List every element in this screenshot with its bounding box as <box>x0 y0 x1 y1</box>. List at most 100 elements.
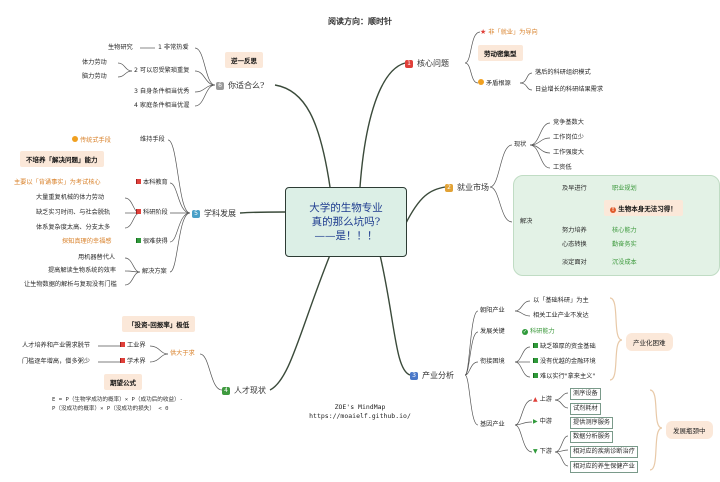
discipline-c-item-0[interactable]: 大量重复机械的体力劳动 <box>36 194 105 201</box>
discipline-d-value[interactable]: 很难获得 <box>136 238 168 246</box>
branch-industry-label: 产业分析 <box>422 371 454 380</box>
discipline-e-item-2[interactable]: 让生物数据的解析与复现没有门槛 <box>24 281 117 288</box>
central-topic-line2: 真的那么坑吗? <box>311 216 381 228</box>
star-icon: ★ <box>480 28 487 36</box>
fit-callout: 逆一反思 <box>225 52 263 68</box>
industry-p1-label[interactable]: 朝阳产业 <box>480 307 505 314</box>
discipline-e-value[interactable]: 解决方案 <box>142 268 167 275</box>
industry-p1-item-1[interactable]: 相关工业产业不发达 <box>533 312 589 319</box>
number-badge-1: 1 <box>405 59 413 68</box>
credit-url[interactable]: https://moaielf.github.io/ <box>309 412 411 420</box>
check-icon: ✓ <box>522 329 528 335</box>
job-status-item-1[interactable]: 工作岗位少 <box>553 134 584 141</box>
central-topic-line1: 大学的生物专业 <box>309 202 383 214</box>
flag-icon <box>136 209 141 214</box>
industry-down-label[interactable]: ▼ 下游 <box>533 448 552 455</box>
life-item-1a-note: 人才培养和产业需求脱节 <box>22 342 91 349</box>
industry-p3-label[interactable]: 衔接困境 <box>480 358 505 365</box>
industry-p3-item-0[interactable]: 缺乏雄厚的资金基础 <box>533 343 596 351</box>
discipline-c-value[interactable]: 科研阶段 <box>136 209 168 217</box>
job-status-item-3[interactable]: 工资低 <box>553 164 572 171</box>
discipline-c-item-2[interactable]: 体系复杂度太高、分支太多 <box>36 224 111 231</box>
core-mid-item[interactable]: 矛盾根源 <box>478 79 511 88</box>
life-item-1-key[interactable]: 供大于求 <box>170 350 195 357</box>
discipline-a-value[interactable]: 维持手段 <box>140 136 165 143</box>
branch-life-node[interactable]: 4 人才现状 <box>222 385 266 396</box>
job-status-item-2[interactable]: 工作强度大 <box>553 149 584 156</box>
industry-down-item-0[interactable]: 数据分析服务 <box>570 431 614 443</box>
industry-p3-item-1[interactable]: 没有优越的金融环境 <box>533 358 596 366</box>
job-callout: ! 生物本身无法习得！ <box>604 200 683 216</box>
flag-icon <box>533 358 538 363</box>
job-status-label[interactable]: 现状 <box>514 141 527 148</box>
life-item-1b[interactable]: 学术界 <box>120 358 146 366</box>
industry-p2-label[interactable]: 发展关键 <box>480 328 505 335</box>
formula-line-2: P（没成功的概率）× P（没成功的损失） < 0 <box>52 406 169 412</box>
flag-icon <box>533 373 538 378</box>
job-solution-3-value: 勤奋务实 <box>612 241 637 248</box>
core-item-1[interactable]: 日益增长的科研结果需求 <box>535 86 604 93</box>
job-status-item-0[interactable]: 竞争基数大 <box>553 119 584 126</box>
fit-item-3[interactable]: 4 家庭条件相当优渥 <box>134 102 190 109</box>
branch-fit <box>274 84 331 188</box>
branch-core-node[interactable]: 1 核心问题 <box>405 58 449 69</box>
industry-mid-label[interactable]: ▶ 中游 <box>533 418 552 425</box>
fit-left-item-2: 脑力劳动 <box>82 73 107 80</box>
branch-discipline-label: 学科发展 <box>204 209 236 218</box>
central-topic[interactable]: 大学的生物专业 真的那么坑吗? ——是！！！ <box>285 187 407 257</box>
flag-icon <box>120 342 125 347</box>
arrow-up-icon: ▲ <box>533 396 538 403</box>
branch-core <box>359 62 406 188</box>
number-badge-3: 3 <box>410 371 418 380</box>
job-solution-label[interactable]: 解决 <box>520 218 533 225</box>
arrow-down-icon: ▼ <box>533 448 538 455</box>
job-solution-1-key[interactable]: 及早进行 <box>562 185 587 192</box>
branch-discipline-node[interactable]: 5 学科发展 <box>192 208 236 219</box>
industry-up-label[interactable]: ▲ 上游 <box>533 396 552 403</box>
central-topic-line3: ——是！！！ <box>314 230 378 242</box>
industry-up-item-0[interactable]: 测序设备 <box>570 388 601 400</box>
fit-item-0[interactable]: 1 非常热爱 <box>158 44 189 51</box>
branch-job-node[interactable]: 2 就业市场 <box>445 182 489 193</box>
arrow-right-icon: ▶ <box>533 418 538 425</box>
expectation-formula: E = P（生物学成功的概率）× P（成功后的收益）- P（没成功的概率）× P… <box>52 396 183 414</box>
orange-dot-icon <box>72 136 78 142</box>
fit-left-item-0: 生物研究 <box>108 44 133 51</box>
fit-left-item-1: 体力劳动 <box>82 59 107 66</box>
fit-item-2[interactable]: 3 自身条件相当优秀 <box>134 88 190 95</box>
branch-industry-node[interactable]: 3 产业分析 <box>410 370 454 381</box>
discipline-b-note: 主要以「背诵事实」为考试核心 <box>14 179 101 186</box>
exclamation-icon: ! <box>610 207 616 213</box>
number-badge-6: 6 <box>216 81 224 90</box>
industry-mid-item-0[interactable]: 提供测序服务 <box>570 417 614 429</box>
life-item-1b-note: 门槛逐年增高，僧多粥少 <box>22 358 91 365</box>
job-solution-1-value: 职业规划 <box>612 185 637 192</box>
industry-p3-item-2[interactable]: 难以实行"拿来主义" <box>533 373 595 381</box>
industry-p1-item-0[interactable]: 以「基础科研」为主 <box>533 297 589 304</box>
core-top-item[interactable]: ★ 非「就业」为导向 <box>480 28 538 36</box>
discipline-b-value[interactable]: 本科教育 <box>136 179 168 187</box>
industry-down-item-2[interactable]: 相对应的养生保健产业 <box>570 461 638 473</box>
discipline-e-item-1[interactable]: 提高解读生物系统的效率 <box>48 267 117 274</box>
branch-discipline <box>239 211 286 214</box>
branch-life-label: 人才现状 <box>234 386 266 395</box>
reading-direction-title: 阅读方向：顺时针 <box>328 17 392 26</box>
discipline-c-item-1[interactable]: 缺乏实习时间、与社会脱轨 <box>36 209 111 216</box>
industry-p4-label[interactable]: 基因产业 <box>480 421 505 428</box>
job-solution-3-key[interactable]: 心态转换 <box>562 241 587 248</box>
number-badge-4: 4 <box>222 386 230 395</box>
job-solution-4-key[interactable]: 淡定面对 <box>562 259 587 266</box>
core-item-0[interactable]: 落后的科研组织模式 <box>535 69 591 76</box>
job-solution-2-value: 核心能力 <box>612 227 637 234</box>
branch-job <box>404 186 446 226</box>
industry-tag-2: 发展瓶颈中 <box>666 421 713 439</box>
life-item-1a[interactable]: 工业界 <box>120 342 146 350</box>
industry-down-item-1[interactable]: 相对应的疾病诊断治疗 <box>570 446 638 458</box>
job-solution-2-key[interactable]: 努力培养 <box>562 227 587 234</box>
branch-fit-node[interactable]: 6 你适合么? <box>216 80 264 91</box>
discipline-e-item-0[interactable]: 用机器替代人 <box>78 254 116 261</box>
fit-item-1[interactable]: 2 可以忍受繁琐重复 <box>134 67 190 74</box>
industry-up-item-1[interactable]: 试剂耗材 <box>570 403 601 415</box>
